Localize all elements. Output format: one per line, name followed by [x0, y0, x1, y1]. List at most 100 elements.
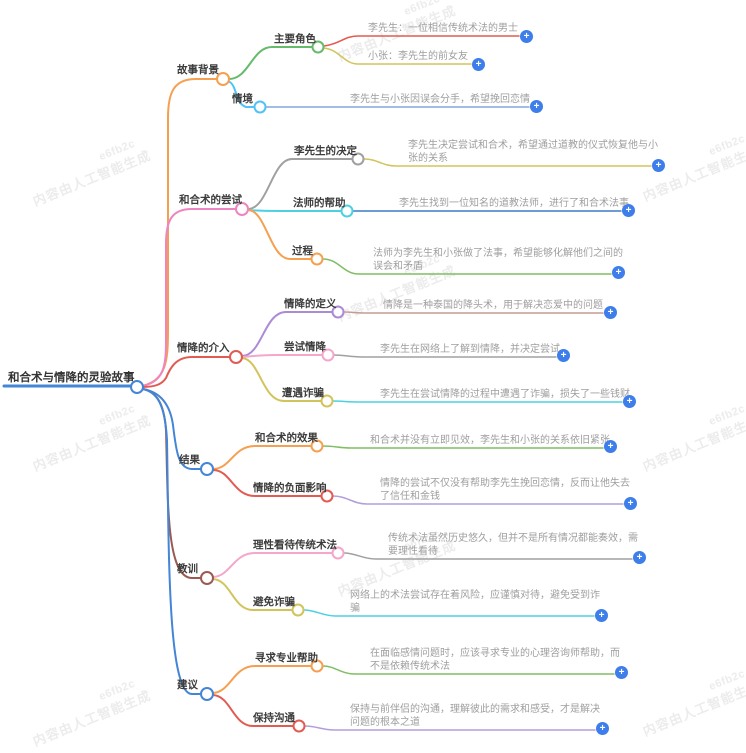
leaf-text-breakup[interactable]: 李先生与小张因误会分手，希望挽回恋情	[350, 94, 530, 105]
child-label-master-help[interactable]: 法师的帮助	[293, 197, 346, 209]
root-node-label[interactable]: 和合术与情降的灵验故事	[8, 372, 135, 384]
branch-label-lesson[interactable]: 教训	[177, 563, 198, 575]
leaf-text-avoid[interactable]: 网络上的术法尝试存在着风险，应谨慎对待，避免受到诈骗	[350, 590, 600, 614]
leaf-line-ritual	[322, 258, 612, 275]
connector-qingjiang-definition	[241, 311, 333, 357]
connector-try-qingjiang	[241, 354, 323, 358]
child-circle-main-characters[interactable]	[311, 40, 325, 54]
add-node-icon[interactable]: +	[633, 551, 646, 564]
child-label-mr-li-decision[interactable]: 李先生的决定	[294, 145, 357, 157]
add-node-icon[interactable]: +	[520, 30, 533, 43]
child-label-encounter-scam[interactable]: 遭遇诈骗	[282, 387, 324, 399]
leaf-text-mr-li[interactable]: 李先生：一位相信传统术法的男士	[368, 23, 518, 34]
add-node-icon[interactable]: +	[615, 666, 628, 679]
add-node-icon[interactable]: +	[595, 609, 608, 622]
branch-circle-suggestion[interactable]	[200, 687, 214, 701]
leaf-line-effect	[322, 445, 604, 449]
leaf-line-scam	[332, 400, 623, 403]
child-circle-process[interactable]	[310, 252, 324, 266]
leaf-text-effect[interactable]: 和合术并没有立即见效，李先生和小张的关系依旧紧张	[370, 435, 610, 446]
leaf-line-decision	[363, 158, 652, 167]
add-node-icon[interactable]: +	[530, 100, 543, 113]
branch-label-suggestion[interactable]: 建议	[177, 679, 198, 691]
child-circle-encounter-scam[interactable]	[320, 394, 334, 408]
child-circle-avoid-scam[interactable]	[291, 603, 305, 617]
child-circle-qingjiang-definition[interactable]	[331, 305, 345, 319]
connector-hehe-effect	[212, 445, 312, 470]
leaf-line-try	[333, 354, 557, 358]
child-circle-rational-view[interactable]	[331, 546, 345, 560]
child-circle-hehe-effect[interactable]	[310, 439, 324, 453]
child-circle-try-qingjiang[interactable]	[321, 348, 335, 362]
child-circle-situation[interactable]	[253, 100, 267, 114]
child-label-avoid-scam[interactable]: 避免诈骗	[253, 596, 295, 608]
leaf-line-xiaozhang	[323, 47, 472, 65]
child-label-situation[interactable]: 情境	[232, 93, 253, 105]
child-circle-qingjiang-negative[interactable]	[320, 489, 334, 503]
leaf-text-decision[interactable]: 李先生决定尝试和合术，希望通过道教的仪式恢复他与小张的关系	[408, 140, 658, 164]
leaf-text-negative[interactable]: 情降的尝试不仅没有帮助李先生挽回恋情，反而让他失去了信任和金钱	[380, 478, 630, 502]
child-circle-mr-li-decision[interactable]	[351, 152, 365, 166]
child-circle-master-help[interactable]	[340, 204, 354, 218]
add-node-icon[interactable]: +	[622, 204, 635, 217]
connector-branch-suggestion	[142, 388, 202, 695]
leaf-text-ritual[interactable]: 法师为李先生和小张做了法事，希望能够化解他们之间的误会和矛盾	[373, 248, 623, 272]
leaf-text-professional[interactable]: 在面临感情问题时，应该寻求专业的心理咨询师帮助，而不是依赖传统术法	[370, 648, 620, 672]
leaf-text-definition[interactable]: 情降是一种泰国的降头术，用于解决恋爱中的问题	[383, 300, 603, 311]
leaf-line-communication	[304, 725, 596, 731]
child-label-qingjiang-definition[interactable]: 情降的定义	[284, 298, 337, 310]
child-circle-keep-communication[interactable]	[292, 719, 306, 733]
add-node-icon[interactable]: +	[472, 58, 485, 71]
connector-branch-result	[142, 388, 202, 470]
leaf-line-negative	[332, 495, 624, 505]
child-label-hehe-effect[interactable]: 和合术的效果	[255, 432, 318, 444]
add-node-icon[interactable]: +	[604, 306, 617, 319]
add-node-icon[interactable]: +	[557, 349, 570, 362]
root-node-circle[interactable]	[130, 380, 144, 394]
child-label-process[interactable]: 过程	[292, 245, 313, 257]
branch-label-qingjiang-intervention[interactable]: 情降的介入	[177, 342, 230, 354]
child-circle-seek-help[interactable]	[310, 659, 324, 673]
leaf-text-xiaozhang[interactable]: 小张：李先生的前女友	[368, 51, 468, 62]
leaf-line-mr-li	[323, 35, 520, 47]
branch-circle-story-background[interactable]	[216, 72, 230, 86]
add-node-icon[interactable]: +	[652, 159, 665, 172]
child-label-keep-communication[interactable]: 保持沟通	[253, 712, 295, 724]
child-label-try-qingjiang[interactable]: 尝试情降	[284, 341, 326, 353]
add-node-icon[interactable]: +	[612, 266, 625, 279]
branch-circle-lesson[interactable]	[200, 571, 214, 585]
leaf-text-scam[interactable]: 李先生在尝试情降的过程中遭遇了诈骗，损失了一些钱财	[380, 389, 630, 400]
child-label-main-characters[interactable]: 主要角色	[274, 33, 316, 45]
branch-label-hehe-attempt[interactable]: 和合术的尝试	[179, 194, 242, 206]
child-label-qingjiang-negative[interactable]: 情降的负面影响	[253, 482, 327, 494]
add-node-icon[interactable]: +	[604, 440, 617, 453]
connector-mr-li-decision	[247, 158, 353, 210]
branch-label-story-background[interactable]: 故事背景	[177, 64, 219, 76]
branch-circle-qingjiang-intervention[interactable]	[229, 350, 243, 364]
child-label-seek-help[interactable]: 寻求专业帮助	[255, 652, 318, 664]
leaf-text-rational[interactable]: 传统术法虽然历史悠久，但并不是所有情况都能奏效，需要理性看待	[388, 533, 638, 557]
child-label-rational-view[interactable]: 理性看待传统术法	[253, 539, 337, 551]
leaf-text-communication[interactable]: 保持与前伴侣的沟通，理解彼此的需求和感受，才是解决问题的根本之道	[350, 704, 600, 728]
add-node-icon[interactable]: +	[624, 497, 637, 510]
connector-branch-story-background	[141, 78, 218, 387]
leaf-line-definition	[343, 311, 604, 314]
leaf-line-rational	[343, 552, 633, 560]
connector-keep-communication	[212, 694, 294, 727]
branch-label-result[interactable]: 结果	[179, 454, 200, 466]
leaf-line-avoid	[303, 609, 595, 617]
branch-circle-hehe-attempt[interactable]	[235, 202, 249, 216]
connector-situation	[227, 80, 255, 108]
leaf-text-master[interactable]: 李先生找到一位知名的道教法师，进行了和合术法事	[399, 198, 629, 209]
leaf-text-try[interactable]: 李先生在网络上了解到情降，并决定尝试	[380, 344, 560, 355]
add-node-icon[interactable]: +	[623, 395, 636, 408]
connector-seek-help	[212, 665, 312, 694]
branch-circle-result[interactable]	[200, 462, 214, 476]
connector-main-characters	[228, 46, 313, 80]
add-node-icon[interactable]: +	[596, 722, 609, 735]
connector-avoid-scam	[212, 578, 293, 611]
connector-qingjiang-negative	[212, 469, 322, 497]
connector-rational-view	[212, 552, 333, 578]
